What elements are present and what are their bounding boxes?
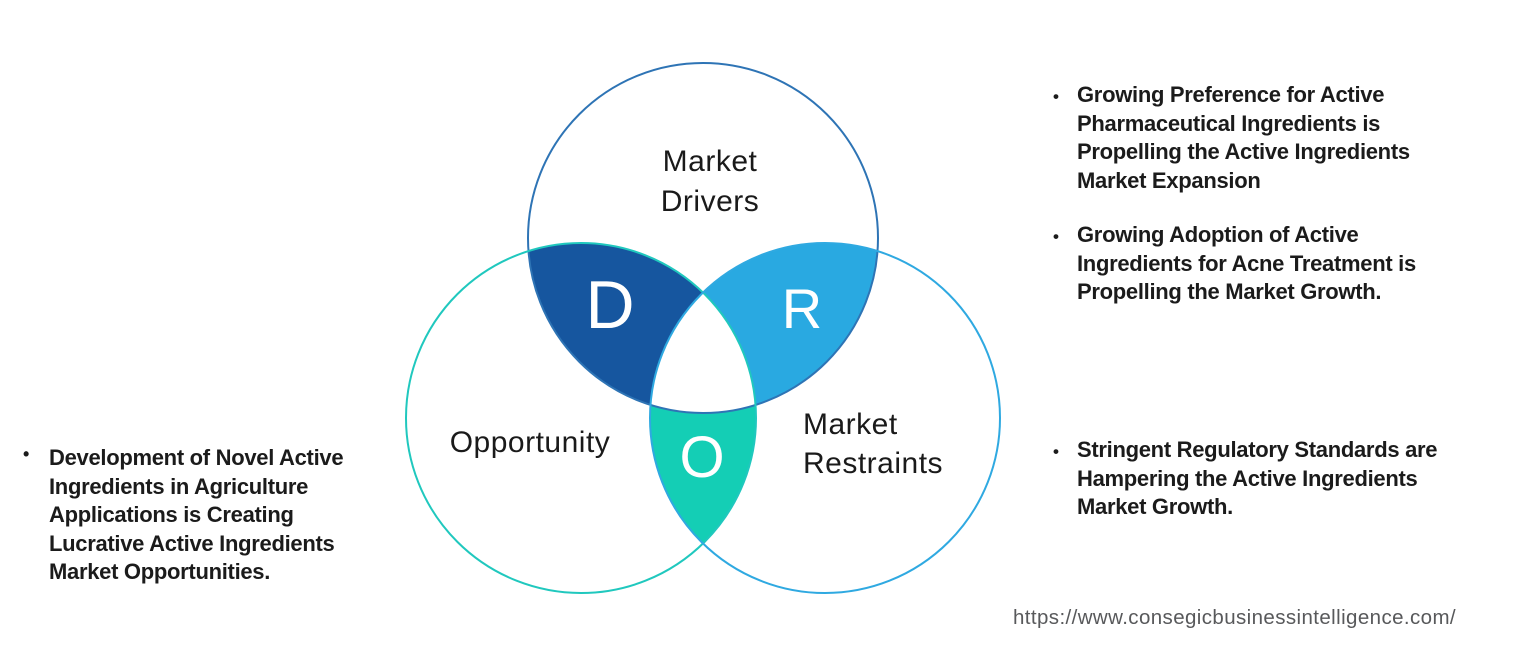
list-item: • Growing Preference for Active Pharmace…: [1050, 81, 1450, 195]
restraints-bullet-text: Stringent Regulatory Standards are Hampe…: [1077, 437, 1438, 519]
opportunity-circle-outline: [405, 242, 757, 594]
bullet-icon: •: [1053, 442, 1059, 461]
list-item: • Development of Novel Active Ingredient…: [22, 444, 374, 587]
drivers-region-letter: D: [585, 267, 635, 343]
drivers-intersection-region: [528, 243, 756, 413]
market-drivers-label: Market Drivers: [660, 145, 760, 218]
source-url-link[interactable]: https://www.consegicbusinessintelligence…: [1013, 606, 1457, 629]
opportunity-label: Opportunity: [449, 426, 611, 459]
drivers-bullet-text-1: Growing Preference for Active Pharmaceut…: [1077, 82, 1410, 193]
bullet-icon: •: [23, 444, 30, 464]
drivers-bullet-text-2: Growing Adoption of Active Ingredients f…: [1077, 222, 1416, 304]
restraints-bullet-panel: • Stringent Regulatory Standards are Ham…: [1050, 436, 1450, 522]
restraints-region-letter: R: [781, 277, 823, 340]
drivers-circle-outline: [527, 62, 879, 414]
opportunity-bullet-text: Development of Novel Active Ingredients …: [49, 445, 344, 584]
opportunity-region-letter: O: [679, 425, 725, 490]
bullet-icon: •: [1053, 227, 1059, 246]
drivers-bullet-panel: • Growing Preference for Active Pharmace…: [1050, 81, 1450, 307]
restraints-circle-outline: [649, 242, 1001, 594]
market-restraints-label: Market Restraints: [803, 408, 944, 480]
opportunity-bullet-panel: • Development of Novel Active Ingredient…: [22, 444, 374, 587]
list-item: • Growing Adoption of Active Ingredients…: [1050, 221, 1450, 307]
bullet-icon: •: [1053, 87, 1059, 106]
list-item: • Stringent Regulatory Standards are Ham…: [1050, 436, 1450, 522]
restraints-intersection-region: [650, 243, 878, 413]
